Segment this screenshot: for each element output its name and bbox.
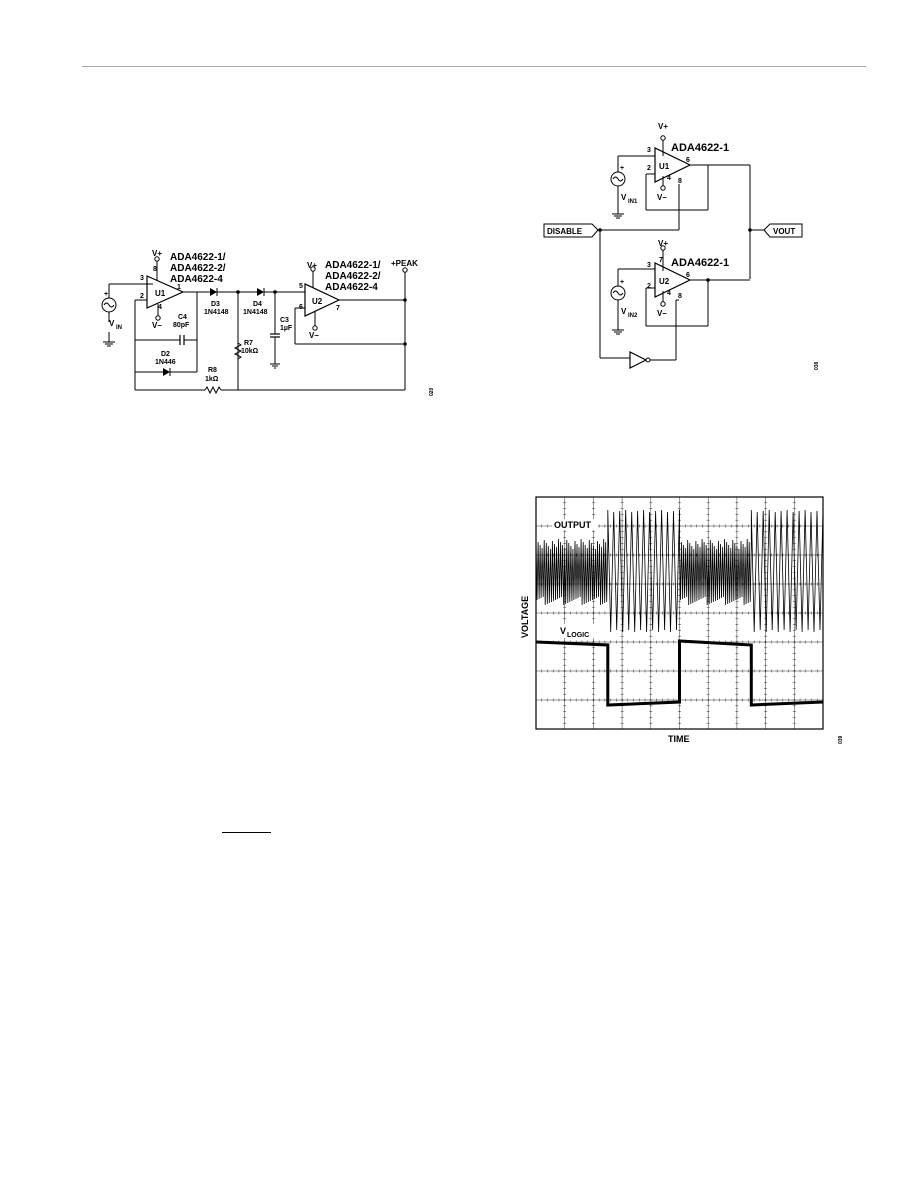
header-rule bbox=[82, 66, 866, 67]
diode-d4 bbox=[257, 288, 264, 296]
d3-name: D3 bbox=[211, 301, 220, 308]
mux-u2-pin8: 8 bbox=[678, 293, 682, 300]
resistor-r8 bbox=[204, 385, 222, 395]
mux-u2-vminus: V– bbox=[657, 309, 667, 318]
d2-part: 1N446 bbox=[155, 359, 176, 366]
d3-part: 1N4148 bbox=[204, 309, 229, 316]
r7-name: R7 bbox=[244, 340, 253, 347]
text-overline-fragment bbox=[222, 832, 271, 833]
source-plus-sign: + bbox=[104, 291, 108, 298]
pin1: 1 bbox=[177, 284, 181, 291]
pin5: 5 bbox=[299, 283, 303, 290]
mux-svg: U1 3 2 4 6 8 V+ V– ADA4622-1 + V IN1 DIS… bbox=[543, 122, 820, 370]
peak-detector-svg: + V IN U1 3 2 8 4 1 V+ V– ADA4622-1/ ADA… bbox=[101, 249, 435, 396]
vout-label: VOUT bbox=[773, 227, 795, 236]
opamp-u1 bbox=[146, 275, 185, 309]
u2-part-line1: ADA4622-1/ bbox=[325, 260, 381, 271]
scope-frame bbox=[535, 496, 824, 730]
u2-label: U2 bbox=[312, 297, 323, 306]
mux-opamp-u2 bbox=[654, 262, 692, 298]
u1-part-line1: ADA4622-1/ bbox=[170, 252, 226, 263]
vin2-subscript: IN2 bbox=[628, 313, 638, 319]
vlogic-trace bbox=[535, 639, 824, 707]
mux-u2-pin7: 7 bbox=[659, 257, 663, 264]
pin3: 3 bbox=[140, 275, 144, 282]
mux-u2-pin4: 4 bbox=[667, 290, 671, 297]
diode-d2 bbox=[163, 368, 170, 376]
mux-u1-pin4: 4 bbox=[667, 175, 671, 182]
c4-value: 80pF bbox=[173, 322, 190, 329]
vout-tag bbox=[763, 223, 803, 238]
fig-id-scope: 039 bbox=[838, 735, 844, 744]
x-axis-label: TIME bbox=[668, 734, 690, 744]
disable-tag bbox=[543, 223, 599, 238]
vin1-subscript: IN1 bbox=[628, 199, 638, 205]
u2-vplus-label: V+ bbox=[307, 261, 317, 270]
mux-u2-pin6: 6 bbox=[686, 272, 690, 279]
diode-d3 bbox=[210, 288, 217, 296]
mux-schematic: U1 3 2 4 6 8 V+ V– ADA4622-1 + V IN1 DIS… bbox=[540, 118, 830, 378]
y-axis-label: VOLTAGE bbox=[520, 596, 530, 638]
scope-plot: OUTPUT V LOGIC TIME VOLTAGE 039 bbox=[516, 492, 846, 752]
u2-part-line3: ADA4622-4 bbox=[325, 282, 378, 293]
pin8: 8 bbox=[153, 266, 157, 273]
r7-value: 10kΩ bbox=[241, 348, 259, 355]
mux-u2-pin2: 2 bbox=[647, 283, 651, 290]
u1-vminus-label: V– bbox=[152, 321, 162, 330]
mux-u1-vplus: V+ bbox=[658, 122, 668, 131]
mux-u1-pin8: 8 bbox=[678, 178, 682, 185]
u2-vminus-label: V– bbox=[309, 331, 319, 340]
c3-value: 1µF bbox=[280, 325, 293, 332]
svg-text:+: + bbox=[620, 279, 624, 286]
d4-name: D4 bbox=[253, 301, 262, 308]
mux-u1-pin6: 6 bbox=[686, 157, 690, 164]
d2-name: D2 bbox=[161, 351, 170, 358]
mux-u2-label: U2 bbox=[659, 277, 670, 286]
opamp-u2 bbox=[304, 283, 341, 317]
vin-subscript: IN bbox=[116, 325, 122, 331]
output-trace bbox=[535, 509, 824, 633]
r8-value: 1kΩ bbox=[205, 376, 219, 383]
resistor-r7 bbox=[233, 342, 243, 360]
vin2-label: V bbox=[621, 307, 627, 316]
mux-u2-vplus: V+ bbox=[658, 239, 668, 248]
c4-name: C4 bbox=[178, 314, 187, 321]
scope-traces bbox=[535, 509, 824, 707]
u1-vplus-label: V+ bbox=[152, 249, 162, 258]
peak-label: +PEAK bbox=[391, 259, 418, 268]
mux-u1-vminus: V– bbox=[657, 193, 667, 202]
pin7: 7 bbox=[336, 305, 340, 312]
u2-part-line2: ADA4622-2/ bbox=[325, 271, 381, 282]
d4-part: 1N4148 bbox=[243, 309, 268, 316]
peak-detector-schematic: + V IN U1 3 2 8 4 1 V+ V– ADA4622-1/ ADA… bbox=[95, 248, 440, 398]
pin2: 2 bbox=[140, 293, 144, 300]
svg-text:+: + bbox=[620, 165, 624, 172]
mux-u2-pin3: 3 bbox=[647, 262, 651, 269]
mux-u1-label: U1 bbox=[659, 162, 670, 171]
vin-label: V bbox=[109, 319, 115, 328]
u1-label: U1 bbox=[155, 289, 166, 298]
vin1-label: V bbox=[621, 193, 627, 202]
mux-opamp-u1 bbox=[654, 147, 692, 183]
fig-id-mux: 038 bbox=[814, 361, 820, 370]
r8-name: R8 bbox=[208, 367, 217, 374]
mux-u1-pin3: 3 bbox=[647, 147, 651, 154]
mux-u2-part: ADA4622-1 bbox=[671, 257, 729, 269]
u1-part-line2: ADA4622-2/ bbox=[170, 263, 226, 274]
mux-u1-pin2: 2 bbox=[647, 165, 651, 172]
scope-svg: OUTPUT V LOGIC TIME VOLTAGE 039 bbox=[520, 496, 844, 744]
vlogic-label: V bbox=[560, 626, 566, 636]
fig-id-left: 020 bbox=[429, 387, 435, 396]
output-label: OUTPUT bbox=[554, 520, 592, 530]
pin4: 4 bbox=[158, 304, 162, 311]
inverter bbox=[629, 351, 648, 369]
u1-part-line3: ADA4622-4 bbox=[170, 274, 223, 285]
vlogic-subscript: LOGIC bbox=[567, 632, 589, 639]
disable-label: DISABLE bbox=[547, 227, 583, 236]
c3-name: C3 bbox=[280, 317, 289, 324]
mux-u1-part: ADA4622-1 bbox=[671, 142, 729, 154]
output-label-bg bbox=[552, 519, 598, 530]
vlogic-label-bg bbox=[556, 624, 598, 638]
